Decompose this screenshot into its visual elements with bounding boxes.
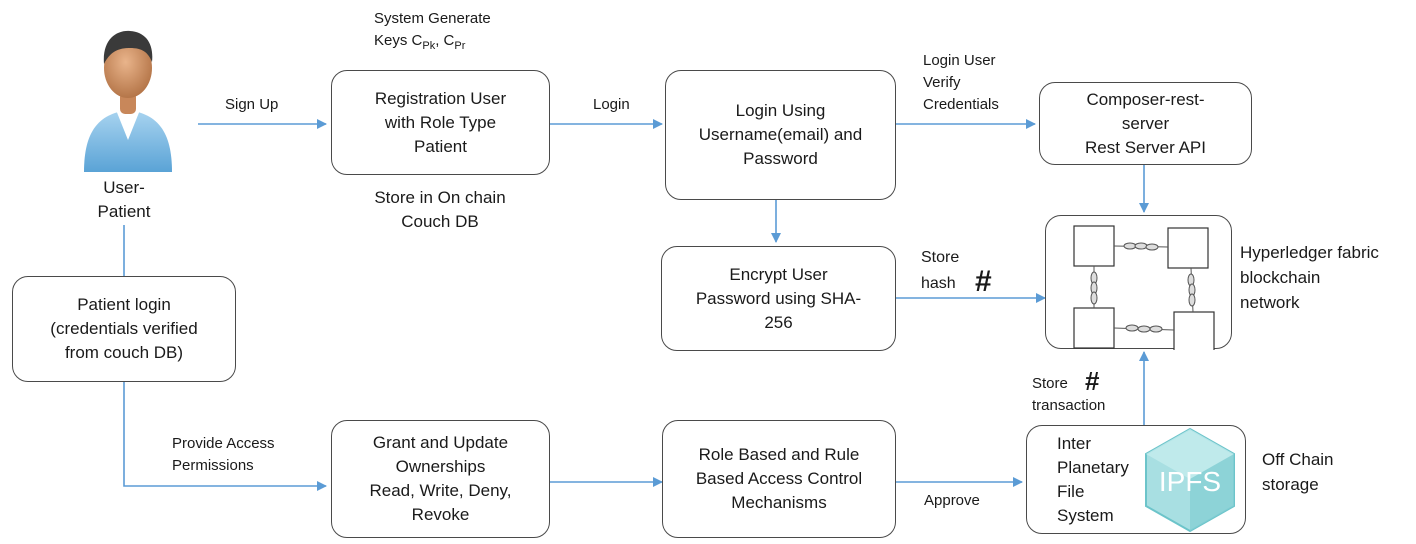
system-keys-label: System Generate Keys CPk, CPr [374,8,491,57]
keys-sub-pk: Pk [422,40,436,52]
registration-line1: Registration User [374,88,507,108]
login-verify-line3: Credentials [923,96,999,113]
registration-line2: with Role Type [384,112,497,132]
hash-symbol-1: # [975,265,992,298]
composer-line2: server [1121,113,1170,133]
role-based-box: Role Based and Rule Based Access Control… [662,420,896,538]
provide-access-label: Provide Access Permissions [172,433,275,477]
encrypt-line3: 256 [764,312,793,332]
store-hash-line1: Store [921,249,960,266]
grant-line3: Read, Write, Deny, [369,481,512,500]
store-couch-line1: Store in On chain [374,188,506,207]
encrypt-line2: Password using SHA- [695,288,862,308]
ipfs-logo-icon: IPFS [1145,427,1235,533]
encrypt-line1: Encrypt User [729,264,828,284]
system-keys-line2: Keys CPk, CPr [374,30,491,57]
hyperledger-line1: Hyperledger fabric [1240,243,1379,262]
hyperledger-network-box [1045,215,1232,350]
hash-symbol-2: # [1085,366,1100,396]
store-hash-line2: hash [921,275,956,292]
provide-access-line2: Permissions [172,457,254,474]
arrow-provide-access [123,382,327,491]
role-based-line2: Based Access Control [695,469,863,488]
grant-line1: Grant and Update [372,433,509,452]
signup-label: Sign Up [225,96,279,113]
login-label: Login [593,96,630,113]
user-label-line2: Patient [97,202,151,221]
patient-login-line2: (credentials verified [50,319,198,338]
store-transaction-line2: transaction [1032,397,1106,414]
patient-login-line3: from couch DB) [64,343,184,362]
login-using-line3: Password [743,149,818,168]
off-chain-line1: Off Chain [1262,450,1334,469]
approve-label: Approve [924,492,980,509]
patient-login-box: Patient login (credentials verified from… [12,276,236,382]
keys-sep: , C [435,32,455,49]
login-using-line1: Login Using [735,101,826,120]
composer-box: Composer-rest- server Rest Server API [1039,82,1252,165]
off-chain-line2: storage [1262,475,1319,494]
user-label-line1: User- [103,178,145,197]
composer-line1: Composer-rest- [1086,89,1205,109]
role-based-line1: Role Based and Rule [698,445,860,464]
ipfs-line1: Inter [1057,433,1092,453]
login-verify-label: Login User Verify Credentials [923,50,999,116]
store-hash-label: Store hash [921,245,959,297]
patient-login-line1: Patient login [77,295,171,314]
login-using-line2: Username(email) and [698,125,863,144]
encrypt-box: Encrypt User Password using SHA- 256 [661,246,896,351]
grant-line2: Ownerships [395,457,486,476]
login-verify-line1: Login User [923,52,996,69]
store-transaction-label: Store transaction [1032,373,1105,417]
login-verify-line2: Verify [923,74,961,91]
grant-line4: Revoke [411,505,470,524]
grant-box: Grant and Update Ownerships Read, Write,… [331,420,550,538]
store-couch-note: Store in On chain Couch DB [340,186,540,234]
blockchain-network-icon [1073,225,1215,350]
ipfs-line2: Planetary [1057,457,1129,477]
composer-line3: Rest Server API [1085,137,1206,157]
system-keys-line1: System Generate [374,10,491,27]
ipfs-logo-text: IPFS [1159,466,1221,497]
hyperledger-line3: network [1240,293,1300,312]
login-using-box: Login Using Username(email) and Password [665,70,896,200]
store-couch-line2: Couch DB [401,212,479,231]
registration-box: Registration User with Role Type Patient [331,70,550,175]
off-chain-note: Off Chain storage [1262,447,1334,497]
registration-line3: Patient [414,136,467,156]
hyperledger-note: Hyperledger fabric blockchain network [1240,240,1379,315]
hyperledger-line2: blockchain [1240,268,1321,287]
user-label: User- Patient [90,176,158,224]
ipfs-line4: System [1057,505,1114,525]
ipfs-line3: File [1057,481,1085,501]
keys-prefix: Keys C [374,32,423,49]
store-transaction-line1: Store [1032,375,1068,392]
role-based-line3: Mechanisms [731,493,827,512]
user-patient-icon [84,30,172,172]
keys-sub-pr: Pr [454,40,466,52]
provide-access-line1: Provide Access [172,435,275,452]
